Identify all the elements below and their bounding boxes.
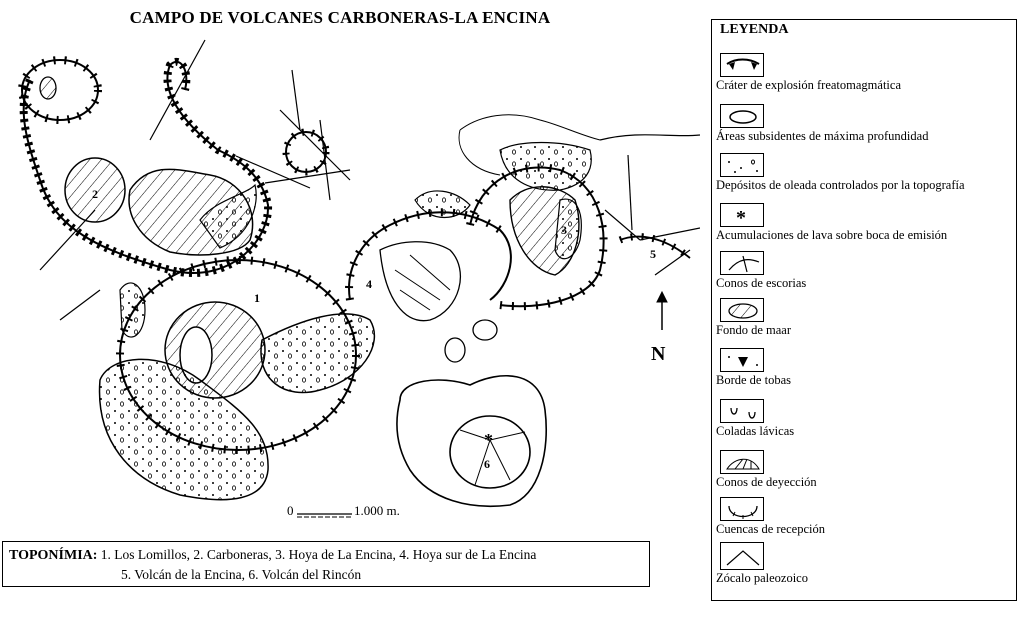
volcano-label-2: 2 <box>92 187 98 201</box>
map-title: CAMPO DE VOLCANES CARBONERAS-LA ENCINA <box>129 8 551 27</box>
scale-label: 1.000 m. <box>354 503 400 518</box>
scoria-cone-icon <box>728 255 760 273</box>
legend-item-maar: Fondo de maar <box>716 298 1016 338</box>
basement-lines <box>39 39 700 321</box>
toponimia-box: TOPONÍMIA: 1. Los Lomillos, 2. Carbonera… <box>2 541 650 587</box>
tuff-rim-icon <box>728 356 758 367</box>
scale-bar <box>297 513 352 518</box>
volcano-4-complex <box>345 190 512 363</box>
legend-label: Cuencas de recepción <box>716 522 825 536</box>
legend-item-lava-flow: Coladas lávicas <box>716 399 1016 439</box>
small-crater-nw <box>18 56 102 124</box>
legend-item-crater: Cráter de explosión freatomagmática <box>716 53 1016 93</box>
catchment-icon <box>728 505 758 519</box>
surge-deposit-icon <box>728 159 758 173</box>
legend-item-alluvial: Conos de deyección <box>716 450 1016 490</box>
legend-item-subsidence: Áreas subsidentes de máxima profundidad <box>716 104 1016 144</box>
legend-label: Depósitos de oleada controlados por la t… <box>716 178 965 192</box>
volcano-label-4: 4 <box>366 277 372 291</box>
legend-label: Conos de escorias <box>716 276 807 290</box>
legend-label: Áreas subsidentes de máxima profundidad <box>716 129 929 143</box>
toponimia-heading: TOPONÍMIA: <box>9 548 98 563</box>
legend-label: Zócalo paleozoico <box>716 571 808 585</box>
lava-flow-icon <box>730 407 756 419</box>
lava-vent-icon: * <box>736 207 746 228</box>
legend-label: Borde de tobas <box>716 373 791 387</box>
legend-label: Fondo de maar <box>716 323 791 337</box>
volcano-2-crater <box>19 57 273 277</box>
legend-panel: LEYENDA Cráter de explosión freatomagmát… <box>711 19 1017 601</box>
svg-text:*: * <box>484 430 493 450</box>
legend-item-surge: Depósitos de oleada controlados por la t… <box>716 153 1016 193</box>
subsidence-icon <box>729 110 757 124</box>
toponimia-line1: TOPONÍMIA: 1. Los Lomillos, 2. Carbonera… <box>9 545 643 565</box>
volcano-label-1: 1 <box>254 291 260 305</box>
legend-label: Conos de deyección <box>716 475 817 489</box>
alluvial-cone-icon <box>726 458 760 470</box>
legend-item-catchment: Cuencas de recepción <box>716 497 1016 537</box>
volcano-label-6: 6 <box>484 457 490 471</box>
legend-item-basement: Zócalo paleozoico <box>716 542 1016 586</box>
volcano-6-crater: * <box>396 374 548 508</box>
legend-title: LEYENDA <box>720 22 789 37</box>
toponimia-line2: 5. Volcán de la Encina, 6. Volcán del Ri… <box>121 567 362 582</box>
legend-item-lava-vent: * Acumulaciones de lava sobre boca de em… <box>716 203 1016 243</box>
svg-text:*: * <box>736 207 746 228</box>
volcano-5-crater <box>618 233 693 261</box>
volcano-label-5: 5 <box>650 247 656 261</box>
legend-item-tuff: Borde de tobas <box>716 348 1016 388</box>
legend-label: Acumulaciones de lava sobre boca de emis… <box>716 228 948 242</box>
crater-icon <box>726 58 760 70</box>
legend-label: Cráter de explosión freatomagmática <box>716 78 901 92</box>
volcano-3-crater <box>458 114 608 311</box>
volcano-label-3: 3 <box>561 223 567 237</box>
toponimia-text1: 1. Los Lomillos, 2. Carboneras, 3. Hoya … <box>100 547 537 562</box>
small-crater-center <box>282 128 330 176</box>
scale-zero: 0 <box>287 503 294 518</box>
legend-label: Coladas lávicas <box>716 424 795 438</box>
volcano-1-crater <box>98 256 376 501</box>
basement-icon <box>726 550 760 566</box>
north-label: N <box>651 343 666 365</box>
geological-map: 2 1 4 3 <box>18 39 700 518</box>
north-arrow <box>656 290 668 330</box>
maar-floor-icon <box>728 303 758 319</box>
legend-item-scoria: Conos de escorias <box>716 251 1016 291</box>
